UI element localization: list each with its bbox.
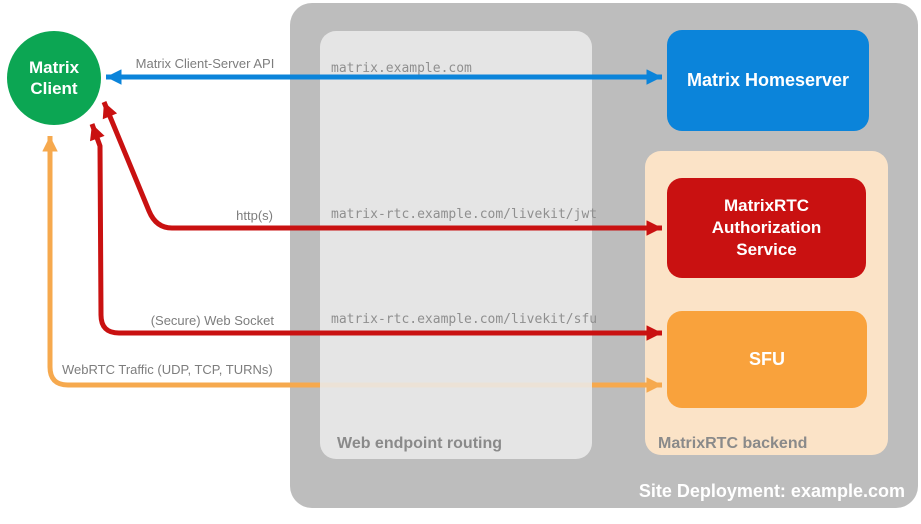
label-https: http(s)	[236, 208, 273, 223]
node-matrix-homeserver-label: Matrix Homeserver	[686, 70, 850, 90]
node-matrixrtc-authorization-service: MatrixRTC Authorization Service	[667, 178, 866, 278]
node-matrix-client-label: Matrix Client	[28, 58, 80, 98]
node-matrix-client: Matrix Client	[7, 31, 101, 125]
node-sfu-label: SFU	[749, 349, 785, 369]
endpoint-livekit-jwt: matrix-rtc.example.com/livekit/jwt	[331, 207, 598, 222]
label-secure-web-socket: (Secure) Web Socket	[150, 313, 274, 328]
endpoint-matrix-example-com: matrix.example.com	[331, 61, 472, 76]
endpoint-livekit-sfu: matrix-rtc.example.com/livekit/sfu	[331, 312, 598, 327]
web-endpoint-routing-box	[320, 31, 592, 459]
label-webrtc-traffic: WebRTC Traffic (UDP, TCP, TURNs)	[62, 362, 273, 377]
node-auth-service-label: MatrixRTC Authorization Service	[711, 196, 822, 259]
site-deployment-label: Site Deployment: example.com	[638, 481, 905, 501]
label-matrix-client-server-api: Matrix Client-Server API	[135, 56, 275, 71]
matrixrtc-backend-label: MatrixRTC backend	[658, 435, 808, 452]
node-matrix-homeserver: Matrix Homeserver	[667, 30, 869, 131]
web-endpoint-routing-label: Web endpoint routing	[337, 435, 503, 452]
node-sfu: SFU	[667, 311, 867, 408]
